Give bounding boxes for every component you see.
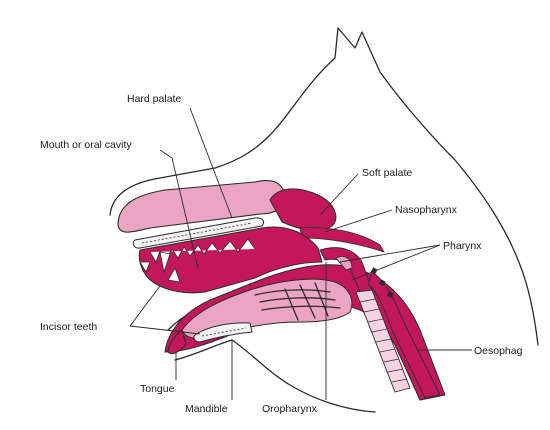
tongue-label: Tongue xyxy=(140,383,175,395)
oesophagus-label: Oesophag xyxy=(474,345,523,357)
labels: Hard palate Mouth or oral cavity Soft pa… xyxy=(40,93,523,415)
oral-cavity xyxy=(138,226,323,294)
nasal-cavity xyxy=(117,179,385,253)
mouth-label: Mouth or oral cavity xyxy=(40,139,132,151)
incisor-teeth-label: Incisor teeth xyxy=(40,321,97,333)
pharynx-label: Pharynx xyxy=(443,240,482,252)
oropharynx-label: Oropharynx xyxy=(262,403,318,415)
mandible-label: Mandible xyxy=(185,403,228,415)
hard-palate-bone xyxy=(132,217,265,249)
nasopharynx-label: Nasopharynx xyxy=(395,204,458,216)
hard-palate-label: Hard palate xyxy=(127,93,181,105)
soft-palate-label: Soft palate xyxy=(362,167,412,179)
leader-lines xyxy=(129,107,472,400)
